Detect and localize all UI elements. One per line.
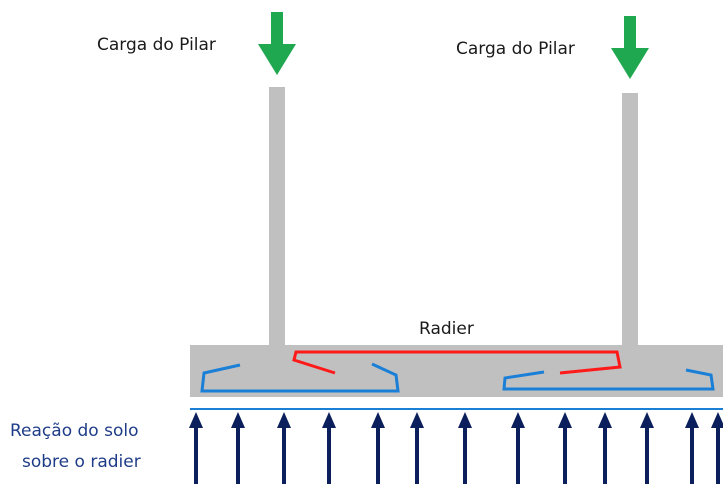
bottom-rebar-right: [502, 368, 715, 391]
reaction-arrow: [685, 412, 699, 484]
load-label-right: Carga do Pilar: [456, 39, 575, 59]
column-left: [269, 87, 285, 347]
reaction-arrow: [511, 412, 525, 484]
reaction-arrow: [322, 412, 336, 484]
raft-label: Radier: [419, 319, 474, 339]
reaction-arrow: [189, 412, 203, 484]
reaction-arrow: [371, 412, 385, 484]
bottom-rebar-left: [200, 362, 400, 393]
reaction-arrow: [231, 412, 245, 484]
load-arrow-right: [611, 16, 649, 79]
soil-reaction-label-line1: Reação do solo: [10, 421, 138, 441]
reaction-arrow: [640, 412, 654, 484]
load-arrow-left: [258, 12, 296, 75]
soil-reaction-label-line2: sobre o radier: [22, 452, 141, 472]
column-right: [622, 93, 638, 347]
reaction-arrow: [558, 412, 572, 484]
reaction-arrow: [458, 412, 472, 484]
reaction-arrow: [711, 412, 723, 484]
load-label-left: Carga do Pilar: [97, 35, 216, 55]
reaction-arrow: [277, 412, 291, 484]
top-rebar: [292, 350, 622, 375]
reaction-arrow: [598, 412, 612, 484]
reaction-arrow: [410, 412, 424, 484]
soil-reaction-arrows: [189, 412, 723, 484]
